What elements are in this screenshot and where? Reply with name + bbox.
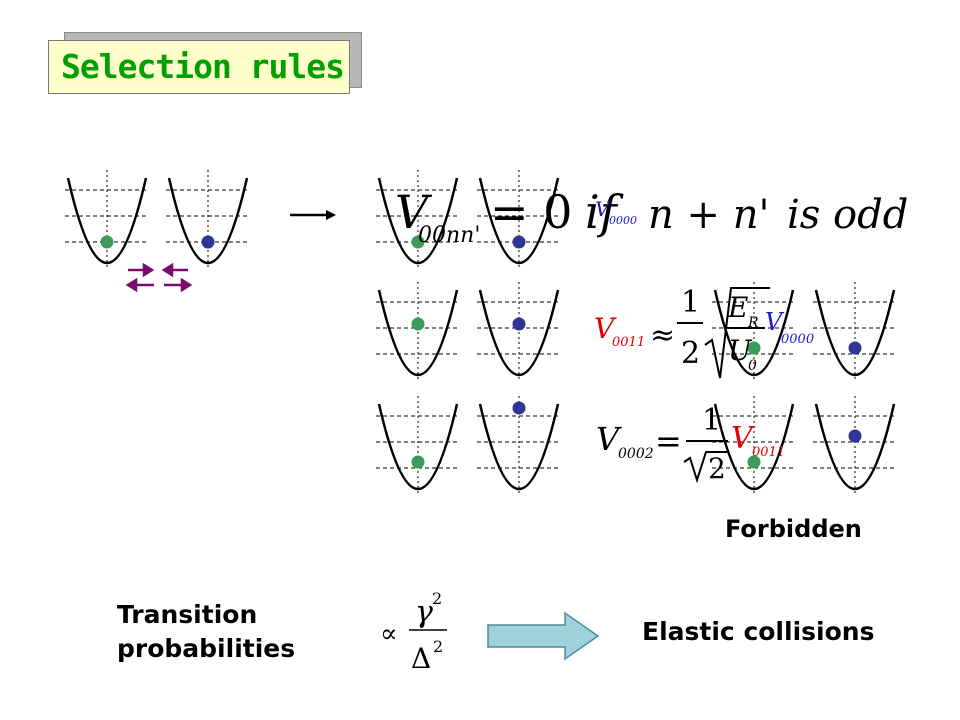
green-particle — [411, 455, 425, 469]
potential-well — [477, 282, 561, 382]
eq2-rhs: V — [765, 308, 785, 336]
green-particle — [747, 455, 761, 469]
equation-3: V 0002 = 1 2 V 0011 — [596, 403, 785, 485]
well-curve — [66, 177, 148, 264]
well-curve — [377, 289, 459, 376]
potential-well — [813, 282, 897, 382]
potential-well — [376, 396, 460, 496]
arrow-left-bottom — [125, 277, 154, 293]
eq2-lhs: V — [594, 312, 617, 345]
eq1-rel: = 0 — [490, 185, 572, 239]
potential-well — [166, 170, 250, 270]
eq3-rel: = — [655, 422, 682, 460]
eq3-lhs-sub: 0002 — [618, 446, 654, 462]
potential-well — [65, 170, 149, 270]
eq3-rhs-sub: 0011 — [752, 445, 785, 460]
forbidden-label: Forbidden — [725, 515, 862, 543]
green-particle — [411, 235, 425, 249]
well-curve — [814, 403, 896, 490]
ratio-den: Δ — [411, 642, 431, 675]
potential-well — [376, 282, 460, 382]
potential-well — [477, 396, 561, 496]
potential-well — [477, 170, 561, 270]
ratio-den-exp: 2 — [433, 637, 443, 656]
elastic-arrow — [487, 611, 600, 661]
blue-particle — [512, 235, 526, 249]
transition-arrow — [290, 210, 336, 220]
well-curve — [713, 289, 795, 376]
title-box: Selection rules — [48, 40, 350, 94]
well-curve — [478, 289, 560, 376]
ratio-expression: ∝ γ 2 Δ 2 — [380, 589, 447, 675]
potential-wells — [65, 170, 897, 496]
green-particle — [100, 235, 114, 249]
eq2-sqrt — [704, 287, 770, 379]
eq2-root-den-sub: 0 — [748, 358, 757, 374]
eq3-rhs: V — [731, 421, 756, 456]
slide-title: Selection rules — [61, 47, 345, 86]
eq2-frac-den: 2 — [681, 336, 700, 371]
eq2-root-num: E — [727, 291, 748, 324]
exchange-arrows — [125, 262, 193, 293]
eq2-rel: ≈ — [650, 318, 675, 353]
arrow-left-top — [161, 262, 188, 278]
eq1-lhs-sub: 00nn' — [418, 223, 480, 248]
ratio-num: γ — [415, 595, 433, 630]
blue-particle — [848, 341, 862, 355]
elastic-collisions-label: Elastic collisions — [642, 617, 875, 646]
green-particle — [747, 341, 761, 355]
eq3-root-den: 2 — [708, 452, 726, 485]
transition-label-line2: probabilities — [117, 634, 296, 663]
eq2-lhs-sub: 0011 — [612, 335, 645, 350]
blue-particle — [848, 429, 862, 443]
well-curve — [478, 177, 560, 264]
well-curve — [377, 177, 459, 264]
arrow-right-top — [128, 262, 155, 278]
equation-1: V 00nn' = 0 if n + n' is odd V 0000 — [395, 185, 908, 248]
eq3-lhs: V — [596, 420, 622, 458]
equation-2: V 0011 ≈ 1 2 E R U 0 V 0000 — [594, 285, 814, 379]
well-curve — [377, 403, 459, 490]
eq1-overlay: V — [595, 197, 612, 221]
eq2-frac-num: 1 — [681, 285, 700, 320]
blue-particle — [201, 235, 215, 249]
eq2-rhs-sub: 0000 — [781, 332, 814, 347]
green-particle — [411, 317, 425, 331]
blue-particle — [512, 317, 526, 331]
potential-well — [376, 170, 460, 270]
well-curve — [814, 289, 896, 376]
potential-well — [813, 396, 897, 496]
well-curve — [167, 177, 249, 264]
transition-label-line1: Transition — [117, 600, 258, 629]
well-curve — [478, 403, 560, 490]
eq2-root-den: U — [728, 334, 753, 367]
eq3-frac-num: 1 — [702, 403, 721, 438]
ratio-num-exp: 2 — [432, 589, 442, 608]
ratio-approx: ∝ — [380, 619, 398, 649]
eq1-lhs: V — [395, 185, 433, 239]
eq3-sqrt — [683, 451, 728, 484]
eq1-cond-expr: n + n' — [648, 192, 769, 238]
eq1-overlay-sub: 0000 — [609, 214, 637, 227]
eq1-cond-text: is odd — [787, 192, 908, 238]
blue-particle — [512, 401, 526, 415]
arrow-right-bottom — [164, 277, 193, 293]
